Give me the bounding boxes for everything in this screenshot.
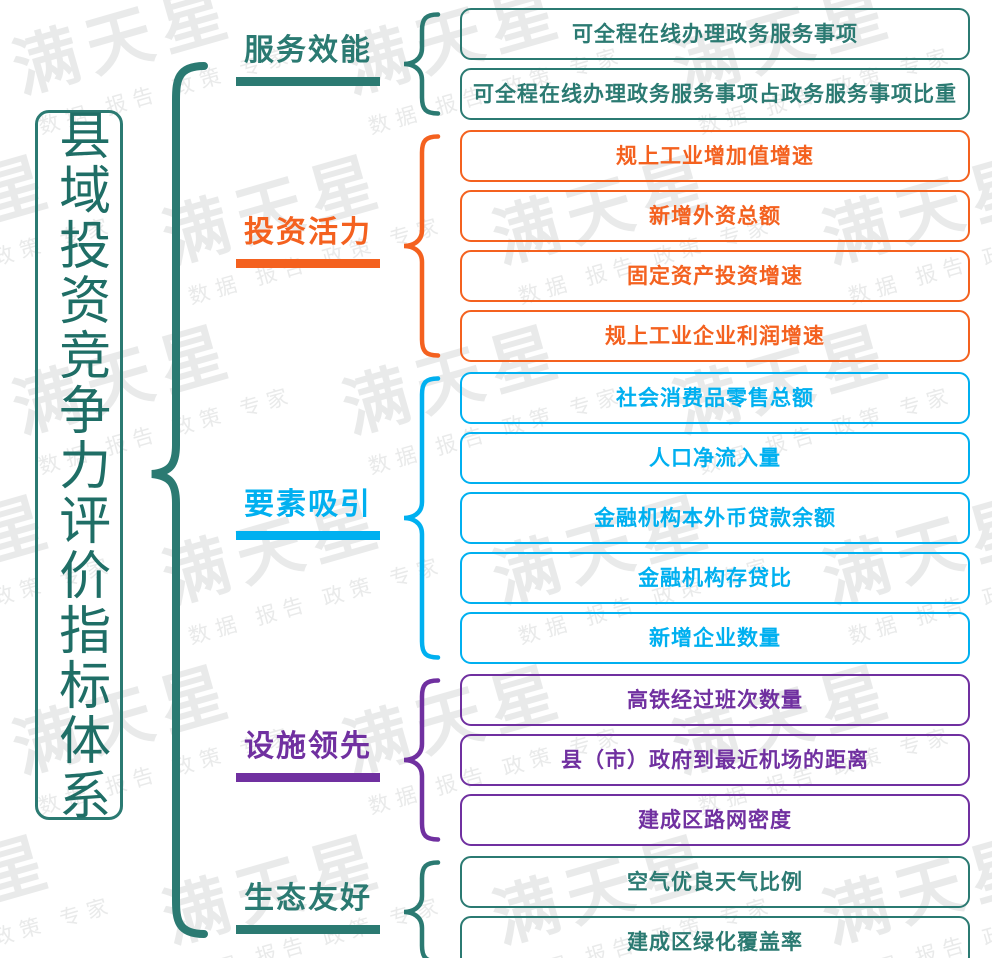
group-brace-3 xyxy=(398,374,456,662)
indicator-box[interactable]: 可全程在线办理政务服务事项占政务服务事项比重 xyxy=(460,68,970,120)
indicator-box[interactable]: 新增企业数量 xyxy=(460,612,970,664)
indicator-box[interactable]: 县（市）政府到最近机场的距离 xyxy=(460,734,970,786)
indicator-label: 金融机构存贷比 xyxy=(638,565,792,590)
group-label-underline xyxy=(236,924,380,934)
root-brace xyxy=(148,60,212,940)
brace-icon xyxy=(403,860,441,958)
indicator-label: 空气优良天气比例 xyxy=(627,869,803,894)
watermark-sub-text: 数据 报告 政策 专家 xyxy=(0,892,118,958)
brace-icon xyxy=(403,12,441,116)
indicator-label: 建成区路网密度 xyxy=(638,807,792,832)
indicator-box[interactable]: 可全程在线办理政务服务事项 xyxy=(460,8,970,60)
group-label-1[interactable]: 服务效能 xyxy=(228,33,388,86)
group-label-underline xyxy=(236,258,380,268)
indicator-box[interactable]: 建成区绿化覆盖率 xyxy=(460,916,970,958)
indicator-box[interactable]: 人口净流入量 xyxy=(460,432,970,484)
group-label-text: 生态友好 xyxy=(244,881,372,916)
group-label-text: 服务效能 xyxy=(244,33,372,68)
indicator-label: 固定资产投资增速 xyxy=(627,263,803,288)
indicator-label: 新增企业数量 xyxy=(649,625,781,650)
indicator-box[interactable]: 社会消费品零售总额 xyxy=(460,372,970,424)
root-title-box: 县域投资竞争力评价指标体系 xyxy=(35,107,123,823)
group-label-text: 投资活力 xyxy=(244,215,372,250)
group-label-text: 设施领先 xyxy=(244,729,372,764)
group-label-2[interactable]: 投资活力 xyxy=(228,215,388,268)
group-label-5[interactable]: 生态友好 xyxy=(228,881,388,934)
indicator-label: 社会消费品零售总额 xyxy=(616,385,814,410)
indicator-label: 高铁经过班次数量 xyxy=(627,687,803,712)
group-label-4[interactable]: 设施领先 xyxy=(228,729,388,782)
indicator-box[interactable]: 新增外资总额 xyxy=(460,190,970,242)
indicator-label: 规上工业增加值增速 xyxy=(616,143,814,168)
group-label-underline xyxy=(236,76,380,86)
root-brace-icon xyxy=(151,62,208,938)
indicator-label: 建成区绿化覆盖率 xyxy=(627,929,803,954)
indicator-box[interactable]: 固定资产投资增速 xyxy=(460,250,970,302)
indicator-label: 金融机构本外币贷款余额 xyxy=(594,505,836,530)
indicator-box[interactable]: 金融机构本外币贷款余额 xyxy=(460,492,970,544)
group-label-3[interactable]: 要素吸引 xyxy=(228,487,388,540)
brace-icon xyxy=(403,678,441,842)
group-brace-1 xyxy=(398,10,456,118)
group-label-underline xyxy=(236,530,380,540)
indicator-box[interactable]: 空气优良天气比例 xyxy=(460,856,970,908)
indicator-box[interactable]: 规上工业增加值增速 xyxy=(460,130,970,182)
group-brace-2 xyxy=(398,132,456,360)
indicator-label: 人口净流入量 xyxy=(649,445,781,470)
page-title: 县域投资竞争力评价指标体系 xyxy=(49,107,110,823)
indicator-label: 可全程在线办理政务服务事项占政务服务事项比重 xyxy=(473,81,957,106)
indicator-box[interactable]: 高铁经过班次数量 xyxy=(460,674,970,726)
brace-icon xyxy=(403,376,441,660)
indicator-label: 县（市）政府到最近机场的距离 xyxy=(561,747,869,772)
indicator-box[interactable]: 金融机构存贷比 xyxy=(460,552,970,604)
indicator-label: 可全程在线办理政务服务事项 xyxy=(572,21,858,46)
group-label-text: 要素吸引 xyxy=(244,487,372,522)
group-brace-5 xyxy=(398,858,456,958)
indicator-label: 新增外资总额 xyxy=(649,203,781,228)
indicator-label: 规上工业企业利润增速 xyxy=(605,323,825,348)
indicator-box[interactable]: 建成区路网密度 xyxy=(460,794,970,846)
group-brace-4 xyxy=(398,676,456,844)
indicator-box[interactable]: 规上工业企业利润增速 xyxy=(460,310,970,362)
group-label-underline xyxy=(236,772,380,782)
brace-icon xyxy=(403,134,441,358)
